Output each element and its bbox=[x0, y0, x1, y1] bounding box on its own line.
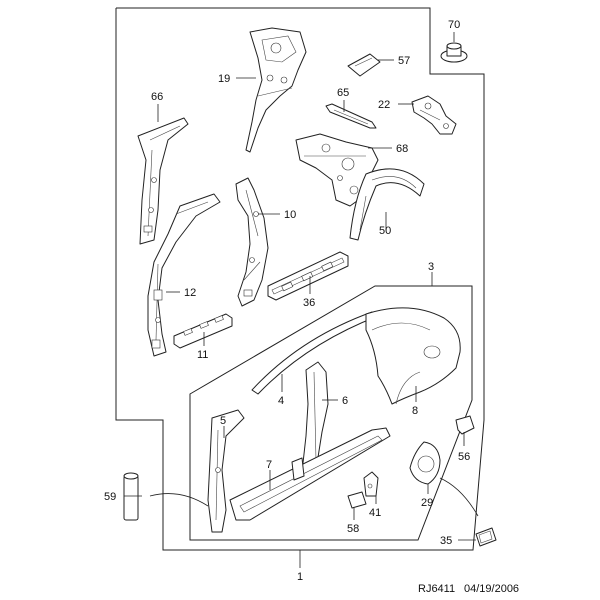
callout-4: 4 bbox=[278, 395, 284, 407]
part-59-wire bbox=[149, 493, 209, 507]
part-29-cable bbox=[439, 477, 479, 517]
part-35-fuel-door bbox=[475, 527, 497, 547]
callout-57: 57 bbox=[398, 55, 410, 67]
callout-labels: 70 57 19 66 65 22 68 10 50 12 36 11 3 4 … bbox=[104, 19, 470, 583]
drawing-code: RJ6411 bbox=[418, 583, 455, 595]
part-58-pad bbox=[347, 491, 367, 509]
part-22-bracket bbox=[411, 95, 457, 135]
part-12-hinge-pillar-inner bbox=[147, 193, 221, 357]
part-66-front-pillar-inner bbox=[137, 117, 189, 245]
callout-1: 1 bbox=[297, 571, 303, 583]
part-29-filler-housing bbox=[409, 441, 441, 485]
part-59-seal bbox=[123, 472, 139, 521]
callout-5: 5 bbox=[220, 415, 226, 427]
callout-29: 29 bbox=[421, 497, 433, 509]
part-8-quarter-outer-panel bbox=[365, 307, 461, 405]
part-56-clip bbox=[455, 415, 475, 435]
callout-10: 10 bbox=[284, 209, 296, 221]
callout-7: 7 bbox=[266, 459, 272, 471]
callout-8: 8 bbox=[412, 405, 418, 417]
part-19-inner-bracket bbox=[245, 27, 307, 153]
part-57-pad bbox=[347, 53, 381, 77]
callout-66: 66 bbox=[151, 91, 163, 103]
part-70-plug bbox=[440, 42, 468, 63]
drawing-date: 04/19/2006 bbox=[464, 583, 519, 595]
part-65-reinforcement-strip bbox=[325, 103, 377, 129]
part-36-rocker-reinforcement bbox=[267, 251, 349, 301]
part-11-rocker-front-piece bbox=[173, 313, 233, 349]
part-5-a-pillar-outer bbox=[207, 409, 245, 533]
callout-65: 65 bbox=[337, 87, 349, 99]
callout-36: 36 bbox=[303, 297, 315, 309]
callout-59: 59 bbox=[104, 491, 116, 503]
callout-11: 11 bbox=[197, 349, 208, 361]
assembly-outline-frame bbox=[115, 7, 485, 551]
part-7-rocker-outer bbox=[229, 427, 391, 521]
callout-56: 56 bbox=[458, 451, 470, 463]
callout-50: 50 bbox=[379, 225, 391, 237]
callout-19: 19 bbox=[218, 73, 230, 85]
callout-35: 35 bbox=[440, 535, 452, 547]
leader-lines bbox=[124, 32, 476, 568]
callout-70: 70 bbox=[448, 19, 460, 31]
callout-58: 58 bbox=[347, 523, 359, 535]
callout-6: 6 bbox=[342, 395, 348, 407]
part-6-b-pillar-outer bbox=[301, 361, 329, 473]
callout-12: 12 bbox=[184, 287, 196, 299]
side-panel-subassembly-frame bbox=[189, 285, 473, 541]
callout-41: 41 bbox=[369, 507, 381, 519]
callout-68: 68 bbox=[396, 143, 408, 155]
callout-22: 22 bbox=[378, 99, 390, 111]
callout-3: 3 bbox=[428, 261, 434, 273]
part-10-center-pillar-inner bbox=[235, 177, 269, 307]
part-50-wheelhouse-arch bbox=[349, 168, 425, 241]
part-41-bracket bbox=[363, 471, 379, 497]
